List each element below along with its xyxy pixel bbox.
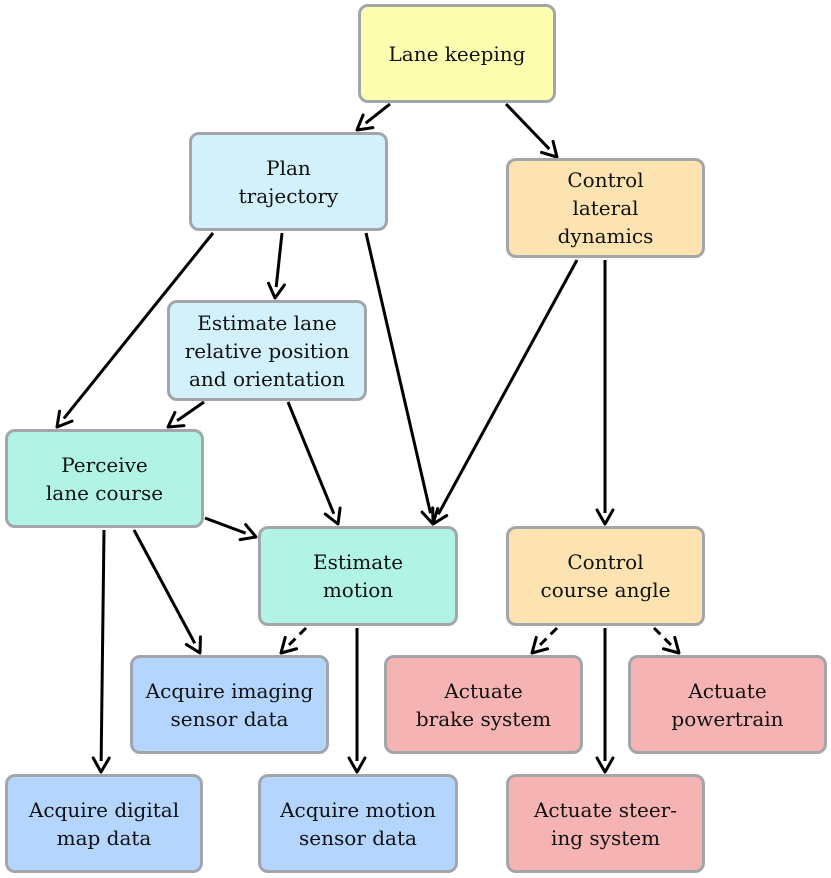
edge-control-course-to-actuate-powertrain (652, 626, 681, 655)
edge-arrowhead (91, 756, 111, 774)
edge-line (538, 626, 559, 647)
node-acquire-imaging-sensor-data-label: Acquire imaging sensor data (145, 678, 314, 731)
edge-plan-trajectory-to-estimate-motion (364, 232, 440, 526)
edge-control-lateral-to-estimate-motion (431, 259, 579, 526)
edge-control-course-to-actuate-steering (595, 628, 615, 774)
edge-control-lateral-to-control-course (595, 260, 615, 526)
edge-line (364, 232, 432, 514)
node-plan-trajectory: Plan trajectory (189, 132, 388, 231)
node-estimate-lane-position-label: Estimate lane relative position and orie… (184, 310, 350, 391)
edge-estimate-motion-to-acquire-imaging (279, 626, 308, 655)
edge-estimate-motion-to-acquire-motion (347, 628, 367, 774)
node-acquire-digital-map-data-label: Acquire digital map data (28, 797, 180, 850)
edge-arrowhead (184, 635, 202, 655)
edge-arrowhead (238, 523, 258, 542)
node-acquire-motion-sensor-data: Acquire motion sensor data (258, 774, 458, 873)
node-control-lateral-dynamics: Control lateral dynamics (506, 158, 705, 258)
edge-line (436, 259, 579, 516)
edge-perceive-lane-to-estimate-motion (204, 516, 258, 542)
node-estimate-lane-position: Estimate lane relative position and orie… (167, 300, 367, 401)
edge-lane-keeping-to-plan-trajectory (355, 102, 391, 132)
edge-lane-keeping-to-control-lateral (504, 102, 559, 159)
edge-arrowhead (347, 756, 367, 774)
edge-arrowhead (530, 635, 550, 655)
edge-arrowhead (323, 506, 342, 526)
node-estimate-motion-label: Estimate motion (312, 550, 404, 602)
edge-arrowhead (279, 635, 299, 655)
edge-arrowhead (431, 506, 449, 526)
node-actuate-powertrain: Actuate powertrain (628, 655, 827, 754)
edge-line (274, 232, 284, 288)
edge-line (652, 626, 673, 647)
edge-line (132, 529, 197, 645)
edge-estimate-lane-to-perceive-lane (166, 400, 205, 429)
edge-plan-trajectory-to-perceive-lane (55, 232, 215, 429)
node-perceive-lane-course: Perceive lane course (5, 429, 204, 528)
node-estimate-motion: Estimate motion (258, 526, 458, 626)
edge-arrowhead (267, 281, 286, 300)
node-lane-keeping-label: Lane keeping (388, 41, 526, 66)
node-control-lateral-dynamics-label: Control lateral dynamics (557, 168, 654, 248)
edge-line (364, 102, 391, 125)
edge-line (204, 516, 247, 535)
node-control-course-angle-label: Control course angle (540, 550, 671, 602)
node-perceive-lane-course-label: Perceive lane course (45, 452, 164, 505)
node-acquire-imaging-sensor-data: Acquire imaging sensor data (130, 655, 329, 754)
node-acquire-digital-map-data: Acquire digital map data (5, 774, 203, 873)
node-control-course-angle: Control course angle (506, 526, 705, 626)
node-actuate-brake-system-label: Actuate brake system (415, 678, 552, 731)
edge-arrowhead (355, 113, 375, 132)
edge-line (287, 626, 308, 647)
edge-line (99, 529, 106, 762)
node-actuate-steering-system: Actuate steer- ing system (506, 774, 705, 873)
node-lane-keeping: Lane keeping (358, 4, 556, 103)
node-plan-trajectory-label: Plan trajectory (238, 155, 339, 208)
node-actuate-powertrain-label: Actuate powertrain (671, 678, 784, 731)
edge-perceive-lane-to-acquire-map (91, 529, 111, 774)
edge-arrowhead (540, 139, 559, 159)
edge-control-course-to-actuate-brake (530, 626, 559, 655)
edge-line (504, 102, 551, 151)
edge-perceive-lane-to-acquire-imaging (132, 529, 202, 655)
edge-line (286, 401, 336, 515)
node-actuate-brake-system: Actuate brake system (384, 655, 583, 754)
node-actuate-steering-system-label: Actuate steer- ing system (533, 797, 677, 850)
edge-line (62, 232, 215, 420)
node-acquire-motion-sensor-data-label: Acquire motion sensor data (280, 797, 436, 850)
edge-line (176, 400, 205, 422)
edge-arrowhead (595, 756, 615, 774)
edge-arrowhead (166, 410, 186, 429)
edge-arrowhead (55, 409, 74, 429)
edge-arrowhead (661, 635, 681, 655)
edge-arrowhead (595, 508, 615, 526)
edge-estimate-lane-to-estimate-motion (286, 401, 342, 526)
edge-plan-trajectory-to-estimate-lane (267, 232, 286, 300)
